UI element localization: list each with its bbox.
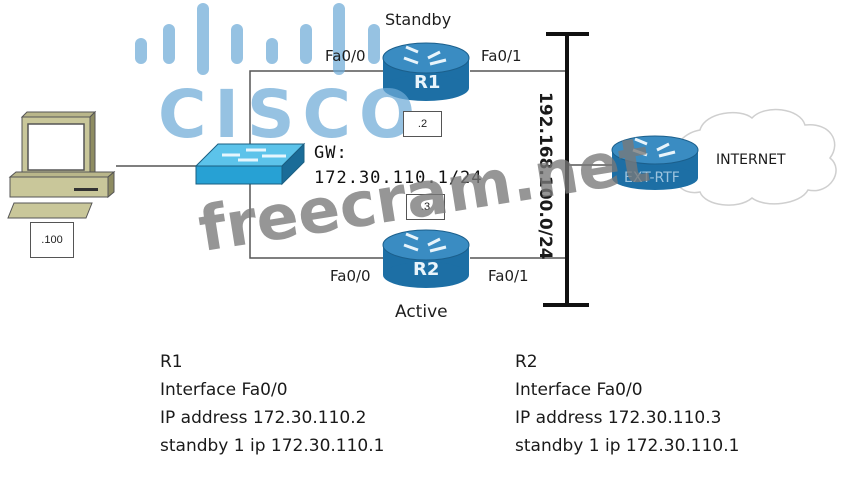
- r2-role-label: Active: [395, 302, 448, 322]
- r2-fa01-label: Fa0/1: [488, 267, 529, 285]
- cisco-bar: [368, 24, 380, 64]
- r2-name-label: R2: [413, 259, 440, 280]
- r1-host-box: .2: [403, 111, 442, 137]
- cisco-wordmark-watermark: CISCO: [158, 76, 424, 153]
- r2-config-block: R2 Interface Fa0/0 IP address 172.30.110…: [515, 348, 739, 460]
- cisco-bar: [333, 3, 345, 75]
- internet-label: INTERNET: [716, 152, 786, 168]
- r2-config-title: R2: [515, 352, 538, 372]
- r2-host-box: .3: [406, 194, 445, 220]
- r2-config-line: Interface Fa0/0: [515, 380, 643, 400]
- gateway-ip: 172.30.110.1/24: [314, 168, 483, 188]
- r1-config-line: Interface Fa0/0: [160, 380, 288, 400]
- r1-role-label: Standby: [385, 10, 452, 29]
- link-switch-r2: [249, 184, 385, 259]
- cisco-bar: [300, 24, 312, 64]
- r1-config-title: R1: [160, 352, 183, 372]
- cisco-bar: [231, 24, 243, 64]
- r1-name-label: R1: [414, 72, 441, 93]
- r1-fa01-label: Fa0/1: [481, 47, 522, 65]
- r1-router-icon: [382, 42, 470, 101]
- gateway-label: GW:: [314, 143, 348, 163]
- r1-config-line: IP address 172.30.110.2: [160, 408, 367, 428]
- r2-config-line: IP address 172.30.110.3: [515, 408, 722, 428]
- r1-config-block: R1 Interface Fa0/0 IP address 172.30.110…: [160, 348, 384, 460]
- cisco-bar: [135, 38, 147, 64]
- r1-config-line: standby 1 ip 172.30.110.1: [160, 436, 385, 456]
- cisco-bar: [197, 3, 209, 75]
- r2-router-icon: [382, 229, 470, 288]
- ext-router-icon: [611, 135, 699, 190]
- r2-fa00-label: Fa0/0: [330, 267, 371, 285]
- r1-fa00-label: Fa0/0: [325, 47, 366, 65]
- ext-router-label: EXT-RTF: [624, 170, 680, 186]
- pc-icon: [7, 110, 116, 219]
- cisco-bar: [266, 38, 278, 64]
- cisco-bar: [163, 24, 175, 64]
- switch-icon: [194, 142, 306, 186]
- pc-host-box: .100: [30, 222, 74, 258]
- r2-config-line: standby 1 ip 172.30.110.1: [515, 436, 740, 456]
